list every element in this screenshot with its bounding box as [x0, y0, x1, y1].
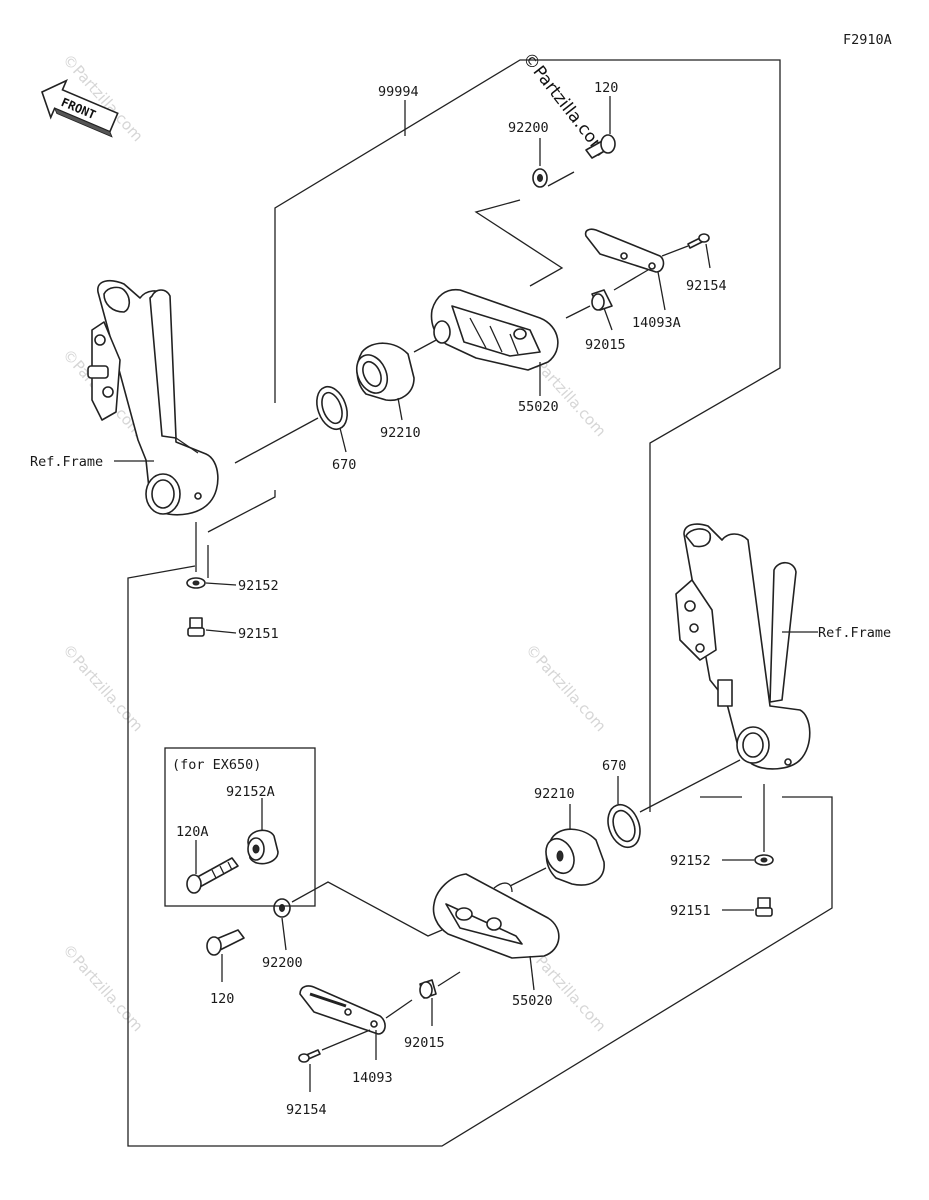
bolt-92151-left	[187, 617, 205, 637]
label-92151-left: 92151	[238, 626, 279, 642]
leader	[205, 582, 237, 586]
label-92200-bot: 92200	[262, 955, 303, 971]
leader	[474, 199, 564, 287]
leader	[431, 971, 461, 1026]
plate-14093	[299, 985, 386, 1035]
label-670-bot: 670	[602, 758, 626, 774]
label-120A: 120A	[176, 824, 209, 840]
label-92152-right: 92152	[670, 853, 711, 869]
label-92151-right: 92151	[670, 903, 711, 919]
leader	[509, 867, 547, 887]
plate-14093A	[584, 228, 665, 273]
leader	[397, 397, 403, 421]
spacer-92152A	[247, 829, 279, 865]
leader	[539, 138, 575, 187]
ref-frame-right-label: Ref.Frame	[818, 625, 891, 641]
slider-55020-lower	[432, 873, 560, 959]
leader	[309, 1029, 371, 1092]
watermark: ©Partzilla.com	[59, 641, 147, 736]
watermark: ©Partzilla.com	[59, 941, 147, 1036]
label-14093A: 14093A	[632, 315, 681, 331]
leader	[234, 417, 319, 464]
right-frame	[675, 523, 811, 770]
bolt-120-upper	[585, 134, 616, 159]
screw-92154-upper	[687, 233, 710, 249]
bolt-92151-right	[755, 897, 773, 917]
label-55020-top: 55020	[518, 399, 559, 415]
label-92210-top: 92210	[380, 425, 421, 441]
label-120-bot: 120	[210, 991, 234, 1007]
bolt-120-lower	[206, 929, 245, 956]
faint-watermarks: ©Partzilla.com ©Partzilla.com ©Partzilla…	[59, 51, 610, 1036]
left-frame	[87, 279, 219, 516]
label-92200-top: 92200	[508, 120, 549, 136]
label-55020-bot: 55020	[512, 993, 553, 1009]
kit-number: 99994	[378, 84, 419, 100]
bolt-120A	[186, 857, 239, 894]
leader	[375, 999, 413, 1060]
slider-55020-upper	[430, 288, 559, 371]
ref-frame-left-label: Ref.Frame	[30, 454, 103, 470]
damper-92210-lower	[545, 828, 605, 886]
ex650-subbox-title: (for EX650)	[172, 757, 261, 773]
leader	[339, 427, 347, 453]
damper-92210-upper	[355, 342, 415, 402]
leader	[661, 243, 711, 269]
leader	[613, 269, 666, 311]
label-14093: 14093	[352, 1070, 393, 1086]
leader	[281, 881, 443, 951]
label-670-top: 670	[332, 457, 356, 473]
label-92015-bot: 92015	[404, 1035, 445, 1051]
leader	[529, 955, 535, 991]
leader	[413, 337, 441, 353]
label-92152-left: 92152	[238, 578, 279, 594]
leader	[205, 629, 237, 634]
label-120-top: 120	[594, 80, 618, 96]
leader	[639, 759, 741, 813]
collar-92015-lower	[419, 979, 437, 999]
ex650-subbox	[164, 747, 316, 907]
figure-code: F2910A	[843, 32, 892, 48]
label-92154-bot: 92154	[286, 1102, 327, 1118]
label-92154-top: 92154	[686, 278, 727, 294]
watermark: ©Partzilla.com	[522, 641, 610, 736]
collar-92015-upper	[591, 289, 613, 311]
screw-92154-lower	[298, 1049, 321, 1063]
upper-kit-outline	[127, 59, 833, 1147]
leader	[565, 305, 613, 331]
label-92015-top: 92015	[585, 337, 626, 353]
label-92210-bot: 92210	[534, 786, 575, 802]
label-92152A: 92152A	[226, 784, 275, 800]
